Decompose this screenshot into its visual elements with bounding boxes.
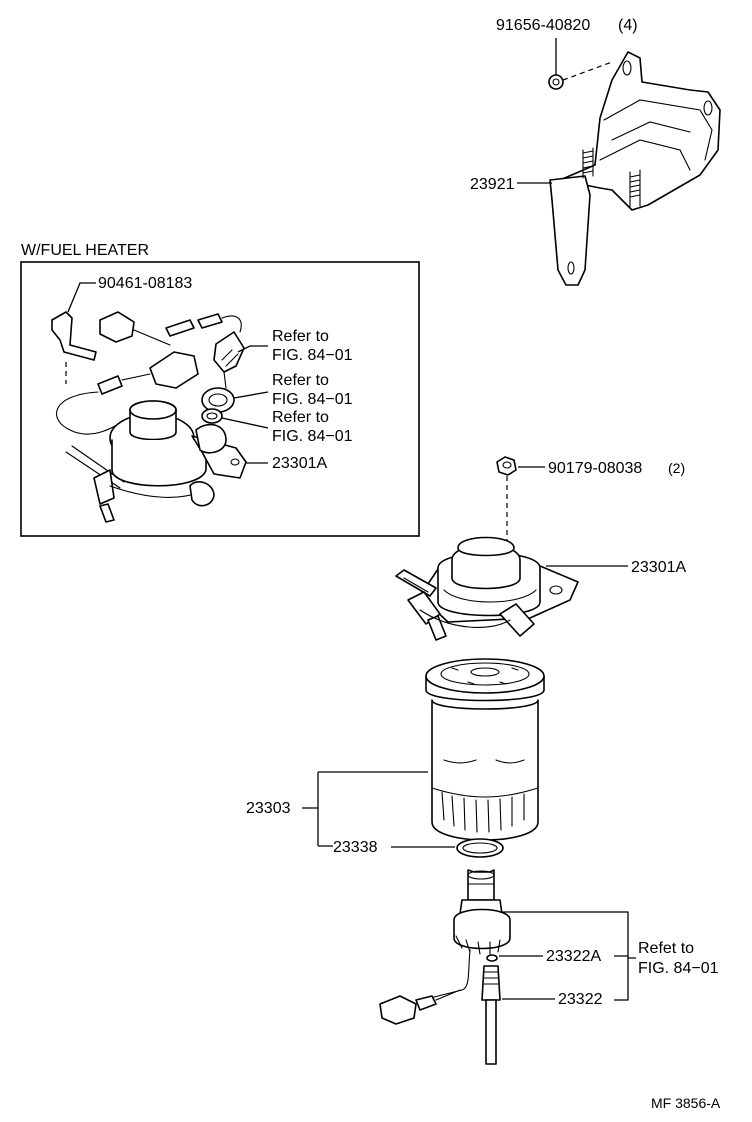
label-23921: 23921 xyxy=(470,176,515,193)
label-refer2-line1: Refer to xyxy=(272,372,329,389)
filter-head-23301A-drawing xyxy=(395,536,579,641)
label-23301A: 23301A xyxy=(631,559,686,576)
label-23303: 23303 xyxy=(246,800,291,817)
ring-23338-drawing xyxy=(456,838,504,858)
label-23338: 23338 xyxy=(333,839,378,856)
label-refer1-line2: FIG. 84−01 xyxy=(272,347,353,364)
label-refer3-line1: Refer to xyxy=(272,409,329,426)
label-91656-qty: (4) xyxy=(618,17,638,34)
bolt-91656-drawing xyxy=(548,38,613,90)
inset-frame xyxy=(20,261,420,537)
label-refer1-line1: Refer to xyxy=(272,328,329,345)
figure-code: MF 3856-A xyxy=(651,1095,721,1111)
inset-title: W/FUEL HEATER xyxy=(21,242,149,259)
label-91656-40820: 91656-40820 xyxy=(496,17,590,34)
label-refer3-line2: FIG. 84−01 xyxy=(272,428,353,445)
sensor-23322-drawing xyxy=(379,869,511,1065)
label-90461-08183: 90461-08183 xyxy=(98,275,192,292)
label-90179-08038: 90179-08038 xyxy=(548,460,642,477)
nut-90179-drawing xyxy=(496,456,517,552)
bracket-23921-drawing xyxy=(549,51,721,286)
label-23322A: 23322A xyxy=(546,948,601,965)
label-inset-23301A: 23301A xyxy=(272,455,327,472)
label-refet-line1: Refet to xyxy=(638,940,694,957)
filter-23303-drawing xyxy=(425,658,545,841)
label-refer2-line2: FIG. 84−01 xyxy=(272,391,353,408)
label-refet-line2: FIG. 84−01 xyxy=(638,960,719,977)
inset-heater-assembly-drawing xyxy=(51,311,247,523)
label-23322: 23322 xyxy=(558,991,603,1008)
label-90179-qty: (2) xyxy=(668,460,685,476)
